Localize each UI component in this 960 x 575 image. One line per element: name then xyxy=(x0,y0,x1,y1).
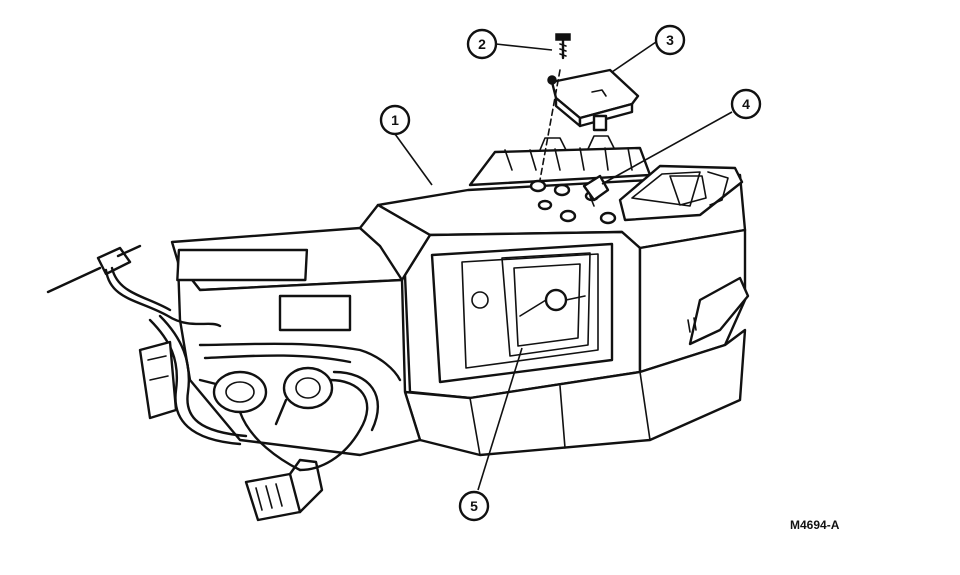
callout-4: 4 xyxy=(730,88,762,120)
screw xyxy=(539,33,571,181)
callout-3-label: 3 xyxy=(666,32,674,48)
callout-1-label: 1 xyxy=(391,112,399,128)
callout-2: 2 xyxy=(466,28,498,60)
blower-access-window xyxy=(430,242,614,384)
left-duct-housing xyxy=(170,203,432,457)
figure-id: M4694-A xyxy=(790,518,840,532)
right-top-block xyxy=(618,164,744,222)
wiring-harness xyxy=(46,244,402,522)
top-ribs xyxy=(468,135,652,225)
callout-2-label: 2 xyxy=(478,36,486,52)
callout-3: 3 xyxy=(654,24,686,56)
callout-5-label: 5 xyxy=(470,498,478,514)
callout-5: 5 xyxy=(458,490,490,522)
callout-1: 1 xyxy=(379,104,411,136)
blower-motor-resistor xyxy=(547,68,640,132)
callout-4-label: 4 xyxy=(742,96,750,112)
callout-leaders xyxy=(394,41,733,491)
terminal-clip xyxy=(582,174,610,207)
side-bracket xyxy=(687,276,750,346)
